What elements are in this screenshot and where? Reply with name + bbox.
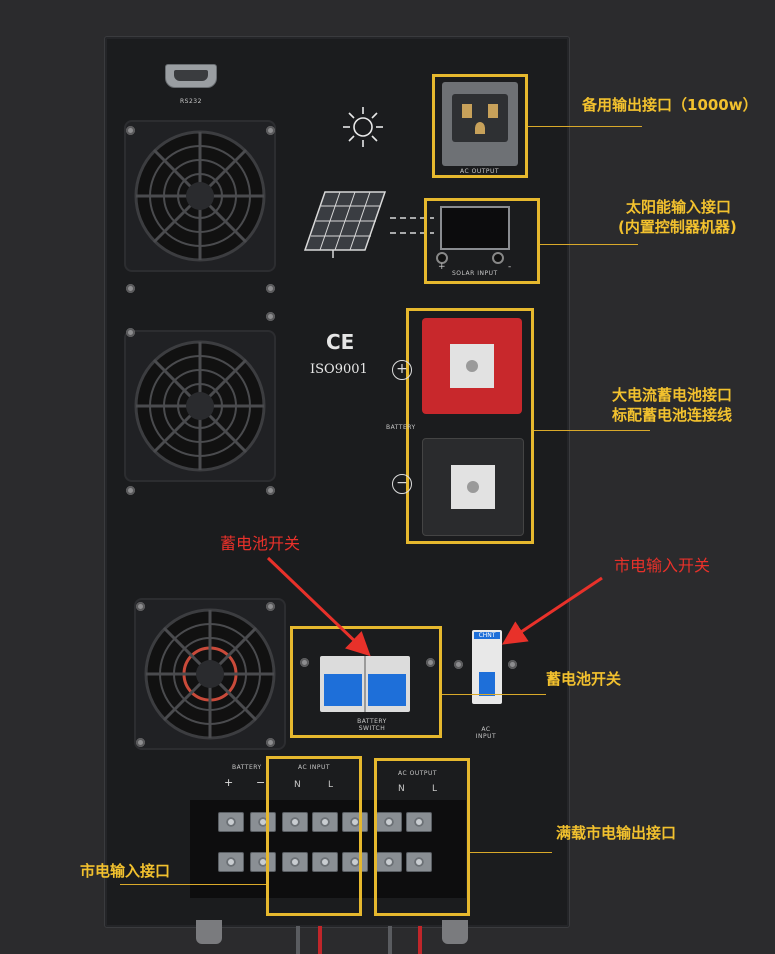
terminal-lower[interactable] [406,852,432,872]
sun-icon [340,104,386,150]
foot [442,920,468,944]
screw [136,602,145,611]
battery-port-frame [406,308,534,544]
battery-switch-red-annotation: 蓄电池开关 [220,534,301,553]
solar-input-annotation-line2: (内置控制器机器) [618,218,737,236]
solar-input-display [440,206,510,250]
solar-minus-label: - [508,262,512,272]
terminal-battery-plus[interactable] [218,812,244,832]
screw [126,486,135,495]
ac-input-terminal-frame [266,756,362,916]
solar-input-frame [424,198,540,284]
ac-output-socket[interactable] [442,82,518,166]
red-arrow-icon [502,576,603,645]
battery-label: BATTERY [386,424,416,431]
screw [126,284,135,293]
terminal-lower[interactable] [250,852,276,872]
solar-panel-icon [303,188,387,260]
screw [266,738,275,747]
battery-switch-label: BATTERY SWITCH [357,718,387,732]
backup-output-annotation: 备用输出接口（1000w） [582,96,758,114]
screw [266,126,275,135]
solar-input-annotation-line1: 太阳能输入接口 [626,198,732,216]
breaker-brand: CHNT [474,632,500,639]
terminal-battery-label: BATTERY [232,764,262,771]
terminal-ac-output-n[interactable] [376,812,402,832]
cable [296,926,300,954]
minus-circle-icon: − [392,474,412,494]
foot [196,920,222,944]
leader-line [120,884,266,885]
battery-negative-terminal[interactable] [422,438,524,536]
cooling-fan-middle [124,330,276,482]
cable [388,926,392,954]
terminal-lower[interactable] [376,852,402,872]
screw [508,660,517,669]
plus-circle-icon: + [392,360,412,380]
battery-switch-breaker[interactable] [320,656,410,712]
battery-switch-frame [290,626,442,738]
leader-line [470,852,552,853]
terminal-battery-minus[interactable] [250,812,276,832]
battery-port-annotation-line2: 标配蓄电池连接线 [612,406,733,424]
terminal-n-label: N [294,780,302,790]
full-load-output-annotation: 满载市电输出接口 [556,824,677,842]
screw [266,486,275,495]
solar-plus-label: + [438,262,447,272]
terminal-lower[interactable] [282,852,308,872]
battery-positive-terminal[interactable] [422,318,522,414]
rs232-port[interactable] [165,64,217,88]
cooling-fan-top [124,120,276,272]
leader-line [528,126,642,127]
ac-output-socket-label: AC OUTPUT [460,168,500,175]
battery-switch-annotation: 蓄电池开关 [546,670,622,688]
terminal-ac-output-label: AC OUTPUT [398,770,438,777]
terminal-l-label: L [328,780,334,790]
red-arrow-icon [266,556,371,657]
ac-input-breaker-label: AC INPUT [475,726,497,740]
screw [426,658,435,667]
screw [266,284,275,293]
screw [300,658,309,667]
mains-input-annotation: 市电输入接口 [80,862,171,880]
solar-dash-lines [388,213,436,237]
terminal-minus-icon: − [256,776,266,789]
mains-switch-red-annotation: 市电输入开关 [614,556,711,575]
cooling-fan-bottom [134,598,286,750]
ce-mark: CE [326,330,355,354]
solar-input-label: SOLAR INPUT [452,270,498,277]
screw [454,660,463,669]
ac-output-socket-frame [432,74,528,178]
battery-port-annotation-line1: 大电流蓄电池接口 [612,386,733,404]
ac-input-breaker[interactable]: CHNT [472,630,502,704]
terminal-ac-input-l[interactable] [312,812,338,832]
leader-line [540,244,638,245]
iso-label: ISO9001 [310,362,368,377]
screw [266,602,275,611]
terminal-out-l-label: L [432,784,438,794]
terminal-ac-output-l[interactable] [406,812,432,832]
screw [126,328,135,337]
screw [266,312,275,321]
terminal-out-n-label: N [398,784,406,794]
terminal-plus-icon: + [224,776,234,789]
leader-line [534,430,650,431]
terminal-ac-input-n[interactable] [282,812,308,832]
leader-line [442,694,546,695]
solar-minus-terminal[interactable] [492,252,504,264]
cable [318,926,322,954]
screw [136,738,145,747]
terminal-ac-input-label: AC INPUT [298,764,331,771]
cable [418,926,422,954]
terminal-lower[interactable] [312,852,338,872]
screw [126,126,135,135]
rs232-label: RS232 [180,98,202,105]
terminal-lower[interactable] [218,852,244,872]
solar-plus-terminal[interactable] [436,252,448,264]
ac-output-terminal-frame [374,758,470,916]
